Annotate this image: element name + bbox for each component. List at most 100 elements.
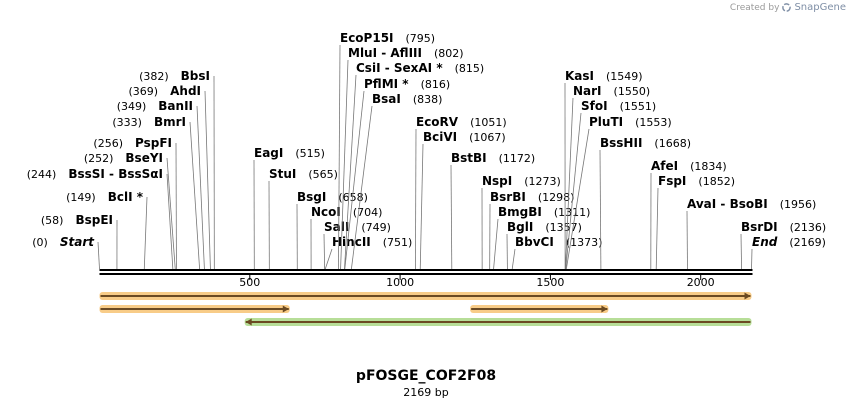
site-name: BspEI (75, 213, 113, 227)
site-name: NcoI (311, 205, 341, 219)
feature-arrowhead (601, 305, 608, 313)
site-position: (369) (129, 85, 159, 98)
site-name: BsrBI (490, 190, 526, 204)
site-leader-line (511, 248, 516, 270)
site-leader-line (419, 143, 424, 270)
site-leader-line (493, 218, 499, 270)
axis-tick-label: 500 (239, 276, 260, 289)
snapgene-logo-icon (782, 3, 792, 12)
site-position: (1357) (545, 221, 582, 234)
site-name: MluI - AflIII (348, 46, 422, 60)
site-name: BciVI (423, 130, 457, 144)
axis-tick-label: 2000 (687, 276, 715, 289)
site-position: (1311) (554, 206, 591, 219)
site-name: BbvCI (515, 235, 554, 249)
site-leader-line (655, 187, 659, 270)
site-position: (1553) (635, 116, 672, 129)
site-leader-line (166, 173, 174, 270)
site-name: KasI (565, 69, 594, 83)
site-name: StuI (269, 167, 296, 181)
site-name: End (752, 235, 778, 249)
feature-arrowhead (744, 292, 751, 300)
site-leader-line (344, 90, 365, 270)
site-leader-line (166, 157, 176, 270)
feature-arrow (99, 292, 752, 300)
site-position: (838) (413, 93, 443, 106)
site-name: EcoRV (416, 115, 459, 129)
site-position: (349) (117, 100, 147, 113)
site-leader-line (143, 196, 148, 270)
site-leader-line (599, 149, 602, 270)
site-name: BseYI (125, 151, 163, 165)
site-name: EagI (254, 146, 283, 160)
site-position: (1051) (470, 116, 507, 129)
site-position: (252) (84, 152, 114, 165)
site-leader-line (323, 233, 326, 270)
site-position: (149) (66, 191, 96, 204)
site-leader-line (196, 105, 205, 270)
site-name: PflMI * (364, 77, 409, 91)
site-position: (1549) (606, 70, 643, 83)
feature-arrow (244, 318, 752, 326)
site-position: (1852) (698, 175, 735, 188)
site-position: (333) (112, 116, 142, 129)
site-name: EcoP15I (340, 31, 394, 45)
feature-arrowhead (282, 305, 289, 313)
site-position: (515) (295, 147, 325, 160)
site-position: (1273) (524, 175, 561, 188)
feature-arrowhead (245, 318, 252, 326)
site-leader-line (204, 90, 211, 270)
site-position: (382) (139, 70, 169, 83)
site-name: BmrI (154, 115, 186, 129)
site-position: (0) (32, 236, 48, 249)
site-name: BssSI - BssSαI (68, 167, 163, 181)
site-position: (749) (361, 221, 391, 234)
site-name: NspI (482, 174, 512, 188)
site-name: NarI (573, 84, 602, 98)
site-position: (1067) (469, 131, 506, 144)
site-position: (815) (455, 62, 485, 75)
plasmid-name: pFOSGE_COF2F08 (355, 368, 497, 384)
site-leader-line (351, 105, 373, 270)
site-name: BanII (158, 99, 193, 113)
feature-arrow (99, 305, 290, 313)
site-leader-line (340, 59, 349, 270)
site-position: (1956) (780, 198, 817, 211)
site-name: BglI (507, 220, 533, 234)
site-name: PluTI (589, 115, 623, 129)
site-position: (816) (421, 78, 451, 91)
site-name: BsrDI (741, 220, 778, 234)
snapgene-credit: Created by SnapGene (730, 2, 846, 13)
site-position: (751) (383, 236, 413, 249)
site-leader-line (740, 233, 742, 270)
site-leader-line (338, 44, 341, 270)
site-name: SalI (324, 220, 349, 234)
site-position: (795) (406, 32, 436, 45)
site-name: Start (60, 235, 95, 249)
site-name: CsiI - SexAI * (356, 61, 443, 75)
site-name: AvaI - BsoBI (687, 197, 768, 211)
site-position: (1551) (620, 100, 657, 113)
site-position: (1172) (499, 152, 536, 165)
site-leader-line (565, 128, 590, 270)
site-leader-line (344, 74, 357, 270)
site-position: (2169) (789, 236, 826, 249)
axis-tick-label: 1000 (386, 276, 414, 289)
site-name: BbsI (181, 69, 210, 83)
site-name: HincII (332, 235, 371, 249)
site-name: BclI * (108, 190, 144, 204)
site-name: BssHII (600, 136, 642, 150)
credit-brand: SnapGene (794, 2, 846, 13)
site-position: (1834) (690, 160, 727, 173)
site-position: (1668) (654, 137, 691, 150)
site-name: BsaI (372, 92, 401, 106)
site-position: (565) (308, 168, 338, 181)
plasmid-length: 2169 bp (403, 386, 449, 399)
site-leader-line (565, 97, 574, 270)
site-position: (244) (27, 168, 57, 181)
site-position: (256) (93, 137, 123, 150)
site-leader-line (565, 112, 582, 270)
site-name: AhdI (170, 84, 201, 98)
site-name: BmgBI (498, 205, 542, 219)
